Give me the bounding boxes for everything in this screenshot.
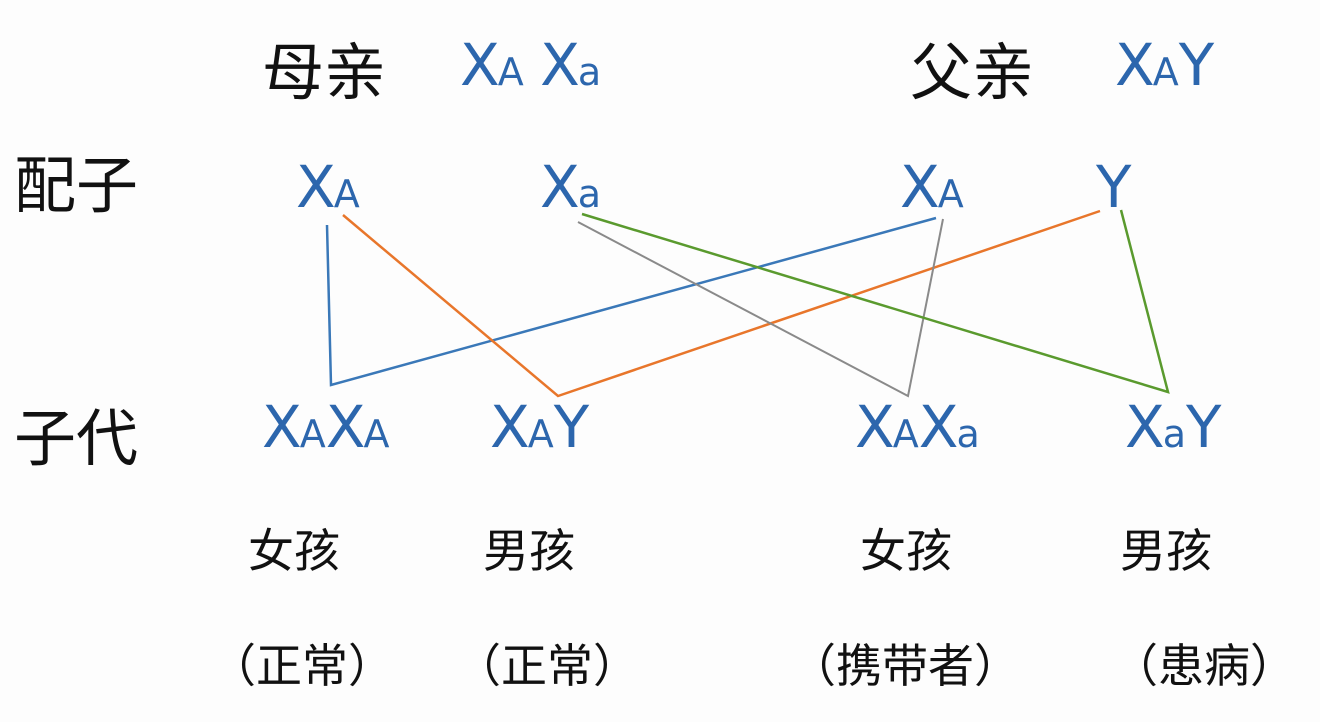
offspring-label: 子代: [14, 402, 139, 475]
allele-subscript: A: [497, 50, 524, 94]
allele-subscript: A: [892, 412, 919, 456]
allele: X: [296, 153, 336, 221]
allele: X: [540, 153, 580, 221]
offspring-genotype: XAXa: [855, 398, 980, 456]
offspring-status: （携带者）: [790, 639, 1020, 693]
offspring-status: （正常）: [455, 639, 639, 693]
allele: X: [1115, 31, 1155, 99]
offspring-status: （患病）: [1112, 639, 1296, 693]
allele: X: [325, 393, 366, 461]
allele: X: [490, 393, 530, 461]
offspring-status: （正常）: [210, 639, 394, 693]
cross-line-green: [581, 209, 1170, 394]
allele-subscript: A: [363, 412, 390, 456]
gamete: Xa: [540, 158, 601, 216]
allele-subscript: a: [1162, 412, 1187, 456]
allele-subscript: A: [299, 412, 326, 456]
allele: X: [262, 393, 302, 461]
offspring-genotype: XAY: [490, 398, 589, 456]
allele: X: [918, 393, 959, 461]
allele: Y: [1096, 153, 1131, 221]
allele-subscript: A: [333, 172, 360, 216]
gamete: XA: [900, 158, 964, 216]
allele: X: [460, 31, 500, 99]
allele-subscript: A: [1152, 50, 1179, 94]
allele-subscript: a: [577, 50, 602, 94]
cross-line-gray: [577, 218, 944, 398]
gamete: Y: [1096, 158, 1131, 216]
allele: X: [540, 31, 580, 99]
father-genotype: XAY: [1115, 36, 1214, 94]
allele-subscript: A: [527, 412, 554, 456]
allele-subscript: A: [937, 172, 964, 216]
cross-line-blue: [325, 216, 937, 387]
gamete: XA: [296, 158, 360, 216]
gametes-label: 配子: [14, 149, 139, 222]
mother-genotype: XA Xa: [460, 36, 601, 94]
allele: Y: [1186, 393, 1221, 461]
allele-subscript: a: [956, 412, 980, 456]
offspring-sex: 男孩: [483, 524, 575, 578]
cross-line-orange: [342, 209, 1101, 398]
offspring-sex: 男孩: [1120, 524, 1212, 578]
offspring-genotype: XAXA: [262, 398, 389, 456]
offspring-sex: 女孩: [248, 524, 340, 578]
allele: Y: [1178, 31, 1214, 99]
allele: X: [900, 153, 940, 221]
mother-label: 母亲: [262, 36, 387, 109]
allele: X: [1125, 393, 1165, 461]
allele: X: [855, 393, 895, 461]
allele-subscript: a: [577, 172, 602, 216]
allele: Y: [553, 393, 589, 461]
offspring-genotype: XaY: [1125, 398, 1221, 456]
father-label: 父亲: [910, 36, 1035, 109]
offspring-sex: 女孩: [860, 524, 952, 578]
